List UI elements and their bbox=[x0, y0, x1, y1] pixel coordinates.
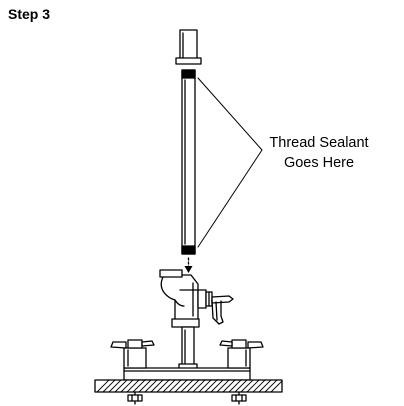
faucet-base bbox=[123, 367, 251, 381]
left-mounting-nut bbox=[127, 391, 143, 405]
valve-body bbox=[159, 269, 213, 328]
riser-pipe bbox=[181, 69, 196, 255]
thread-sealant-callout: Thread Sealant Goes Here bbox=[262, 133, 376, 173]
callout-line-1: Thread Sealant bbox=[269, 135, 369, 151]
callout-leaders bbox=[197, 77, 263, 248]
center-stem bbox=[178, 326, 198, 372]
insertion-arrow bbox=[184, 257, 193, 273]
countertop bbox=[94, 379, 283, 393]
right-handle bbox=[219, 339, 264, 369]
top-coupling bbox=[175, 29, 202, 65]
thread-bottom bbox=[181, 245, 196, 255]
callout-line-2: Goes Here bbox=[283, 155, 355, 171]
step-title: Step 3 bbox=[8, 6, 51, 22]
left-handle bbox=[110, 339, 155, 369]
valve-handle bbox=[211, 295, 234, 325]
right-mounting-nut bbox=[231, 391, 247, 405]
thread-top bbox=[181, 69, 196, 79]
